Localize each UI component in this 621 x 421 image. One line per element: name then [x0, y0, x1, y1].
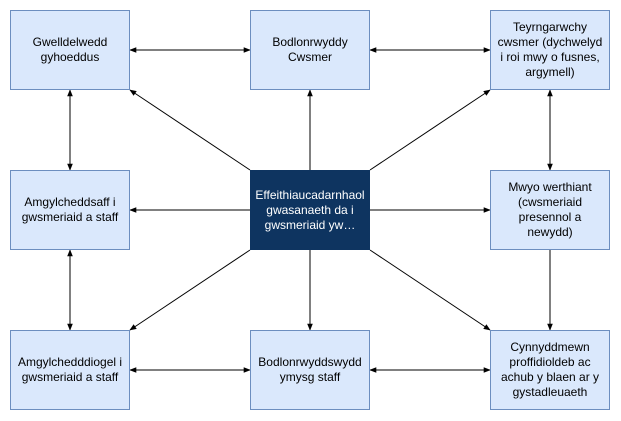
node-top-left: Gwelldelwedd gyhoeddus — [10, 10, 130, 90]
edge-center-bottom-right — [369, 249, 491, 331]
edge-center-top-right — [369, 89, 491, 171]
node-center: Effeithiaucadarnhaol gwasanaeth da i gws… — [250, 170, 370, 250]
node-middle-right: Mwyo werthiant (cwsmeriaid presennol a n… — [490, 170, 610, 250]
node-top-right: Teyrngarwchy cwsmer (dychwelyd i roi mwy… — [490, 10, 610, 90]
node-bottom-middle: Bodlonrwyddswydd ymysg staff — [250, 330, 370, 410]
node-bottom-right: Cynnyddmewn proffidioldeb ac achub y bla… — [490, 330, 610, 410]
node-bottom-left: Amgylchedddiogel i gwsmeriaid a staff — [10, 330, 130, 410]
edge-center-bottom-left — [129, 249, 251, 331]
node-top-middle: Bodlonrwyddy Cwsmer — [250, 10, 370, 90]
edge-center-top-left — [129, 89, 251, 171]
node-middle-left: Amgylcheddsaff i gwsmeriaid a staff — [10, 170, 130, 250]
